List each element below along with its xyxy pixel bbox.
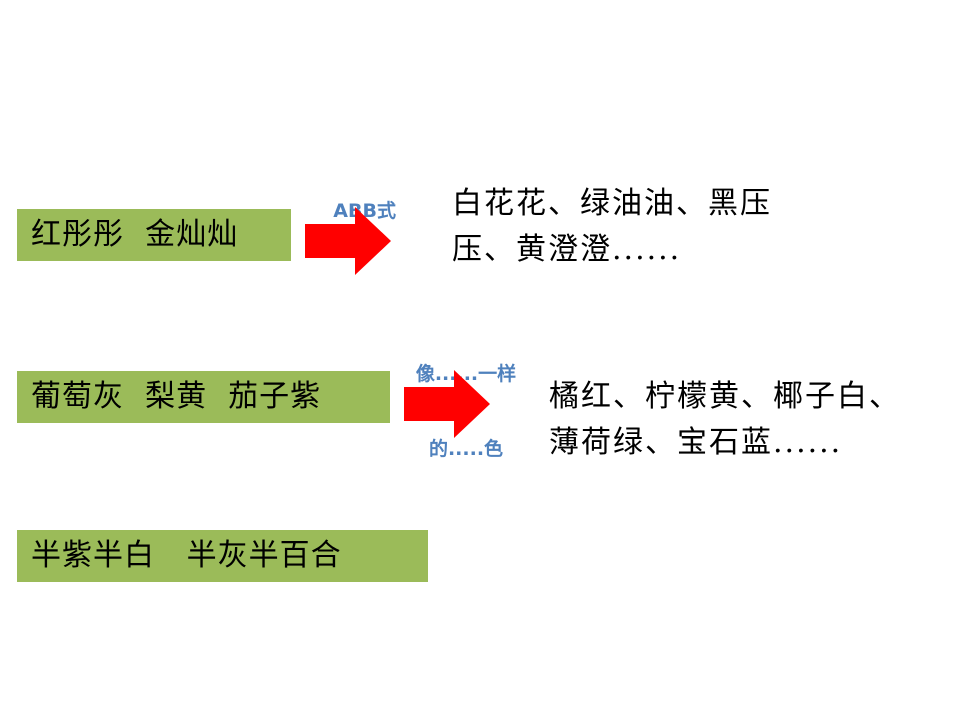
label-box-half-colors: 半紫半白 半灰半百合	[17, 530, 428, 582]
caption-line: ABB式	[333, 200, 396, 222]
label-box-abb-colors: 红彤彤 金灿灿	[17, 209, 291, 261]
label-box-object-colors: 葡萄灰 梨黄 茄子紫	[17, 371, 390, 423]
right-arrow-icon	[404, 370, 490, 438]
caption-line: 的.....色	[428, 438, 504, 460]
right-arrow-icon	[305, 207, 391, 275]
example-line: 薄荷绿、宝石蓝......	[549, 425, 843, 460]
examples-object-colors: 橘红、柠檬黄、椰子白、 薄荷绿、宝石蓝......	[549, 374, 949, 466]
example-line: 压、黄澄澄......	[452, 232, 682, 267]
caption-abb-pattern: ABB式	[308, 174, 408, 224]
example-line: 橘红、柠檬黄、椰子白、	[549, 379, 901, 414]
caption-like-pattern: 像......一样 的.....色	[396, 312, 536, 487]
examples-abb: 白花花、绿油油、黑压 压、黄澄澄......	[452, 181, 872, 273]
example-line: 白花花、绿油油、黑压	[452, 186, 772, 221]
caption-line: 像......一样	[415, 363, 517, 385]
